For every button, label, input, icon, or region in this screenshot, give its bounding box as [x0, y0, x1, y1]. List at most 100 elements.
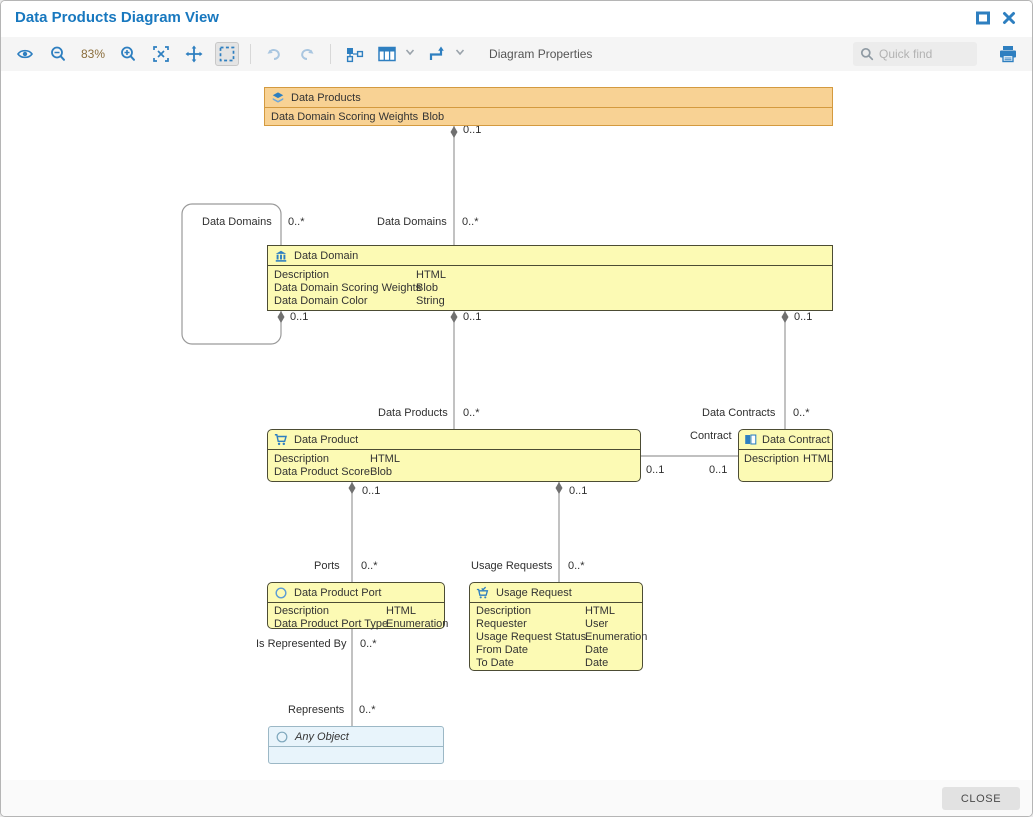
entity-usage-request[interactable]: Usage Request Description HTML Requester…: [469, 582, 647, 671]
entity-data-products[interactable]: Data Products Data Domain Scoring Weight…: [264, 87, 833, 126]
attribute-type: HTML: [585, 605, 615, 617]
multiplicity-label: 0..*: [793, 407, 810, 419]
redo-icon[interactable]: [295, 42, 319, 66]
title-bar: Data Products Diagram View: [1, 1, 1032, 37]
attribute-row: Description HTML: [274, 605, 438, 618]
circle-icon: [274, 586, 288, 600]
attribute-row: Data Domain Scoring Weights Blob: [274, 282, 826, 295]
attribute-row: Data Product Score Blob: [274, 466, 634, 479]
attribute-type: Date: [585, 657, 609, 669]
multiplicity-label: 0..*: [360, 638, 377, 650]
attribute-name: Data Domain Scoring Weights: [271, 111, 419, 123]
search-icon: [860, 47, 874, 66]
toolbar-separator: [330, 44, 332, 64]
multiplicity-label: 0..1: [569, 485, 588, 497]
maximize-icon[interactable]: [974, 9, 992, 27]
entity-data-domain[interactable]: Data Domain Description HTML Data Domain…: [267, 245, 833, 311]
marquee-select-icon[interactable]: [215, 42, 240, 66]
attribute-row: Description HTML: [274, 453, 634, 466]
attribute-type: Blob: [422, 111, 445, 123]
pan-move-icon[interactable]: [182, 42, 206, 66]
attribute-type: Blob: [370, 466, 393, 478]
entity-title: Any Object: [295, 730, 349, 743]
relationship-role-label: Ports: [314, 560, 340, 572]
connector-lines: [181, 126, 789, 726]
cart-icon: [274, 433, 288, 447]
building-icon: [274, 249, 288, 263]
attribute-row: Data Domain Color String: [274, 295, 826, 308]
multiplicity-label: 0..1: [463, 311, 482, 323]
entity-title: Usage Request: [496, 586, 572, 599]
multiplicity-label: 0..1: [646, 464, 665, 476]
zoom-out-icon[interactable]: [46, 42, 70, 66]
connector-dropdown-chevron-icon[interactable]: [454, 45, 466, 63]
attribute-name: From Date: [476, 644, 528, 656]
entity-title: Data Product Port: [294, 586, 382, 599]
relationship-role-label: Usage Requests: [471, 560, 553, 572]
quick-find-input[interactable]: [853, 42, 977, 66]
attribute-row: Usage Request Status Enumeration: [476, 631, 647, 644]
attribute-row: Description HTML: [744, 453, 833, 466]
multiplicity-label: 0..1: [463, 124, 482, 136]
connector-style-icon[interactable]: [425, 42, 449, 66]
toolbar: 83%: [1, 37, 1032, 71]
attribute-row: Requester User: [476, 618, 636, 631]
multiplicity-label: 0..*: [463, 407, 480, 419]
multiplicity-label: 0..*: [361, 560, 378, 572]
attribute-type: User: [585, 618, 609, 630]
relationship-role-label: Data Contracts: [702, 407, 776, 419]
entity-title: Data Contract: [762, 433, 830, 446]
print-icon[interactable]: [996, 42, 1020, 66]
attribute-name: Data Product Port Type: [274, 618, 389, 630]
entity-data-contract[interactable]: Data Contract Description HTML: [738, 429, 833, 482]
close-icon[interactable]: [1000, 9, 1018, 27]
relationship-role-label: Is Represented By: [256, 638, 347, 650]
multiplicity-label: 0..*: [568, 560, 585, 572]
multiplicity-label: 0..*: [288, 216, 305, 228]
attribute-row: Description HTML: [274, 269, 826, 282]
close-button[interactable]: CLOSE: [942, 787, 1020, 810]
preview-eye-icon[interactable]: [13, 42, 37, 66]
fit-to-screen-icon[interactable]: [149, 42, 173, 66]
table-dropdown-chevron-icon[interactable]: [404, 45, 416, 63]
attribute-type: String: [416, 295, 445, 307]
empty-attribute-area: [269, 747, 443, 750]
cart-check-icon: [476, 586, 490, 600]
relationship-role-label: Data Domains: [377, 216, 447, 228]
attribute-row: To Date Date: [476, 657, 636, 670]
attribute-type: HTML: [386, 605, 416, 617]
multiplicity-label: 0..1: [290, 311, 309, 323]
attribute-row: From Date Date: [476, 644, 636, 657]
attribute-name: Description: [274, 605, 330, 617]
toolbar-separator: [250, 44, 252, 64]
attribute-row: Data Product Port Type Enumeration: [274, 618, 448, 631]
relationship-role-label: Represents: [288, 704, 345, 716]
footer-bar: CLOSE: [1, 780, 1032, 816]
attribute-name: Description: [274, 453, 330, 465]
attribute-type: HTML: [416, 269, 446, 281]
attribute-type: HTML: [803, 453, 833, 465]
entity-any-object[interactable]: Any Object: [268, 726, 444, 764]
attribute-type: Date: [585, 644, 609, 656]
multiplicity-label: 0..1: [709, 464, 728, 476]
attribute-name: Description: [476, 605, 532, 617]
attribute-type: Blob: [416, 282, 439, 294]
entity-data-product[interactable]: Data Product Description HTML Data Produ…: [267, 429, 641, 482]
book-icon: [744, 433, 757, 446]
zoom-in-icon[interactable]: [116, 42, 140, 66]
attribute-row: Description HTML: [476, 605, 636, 618]
layers-icon: [271, 91, 285, 105]
diagram-canvas[interactable]: Data Domains 0..1 0..* Data Domains 0..*…: [1, 71, 1032, 782]
attribute-name: To Date: [476, 657, 514, 669]
diagram-properties-button[interactable]: Diagram Properties: [489, 47, 593, 61]
attribute-type: HTML: [370, 453, 400, 465]
relationship-role-label: Contract: [690, 430, 732, 442]
attribute-row: Data Domain Scoring Weights Blob: [271, 111, 826, 124]
table-columns-icon[interactable]: [375, 42, 399, 66]
entity-title: Data Product: [294, 433, 359, 446]
attribute-name: Data Domain Scoring Weights: [274, 282, 422, 294]
layout-hierarchy-icon[interactable]: [342, 42, 366, 66]
undo-icon[interactable]: [262, 42, 286, 66]
dialog-title: Data Products Diagram View: [15, 9, 219, 26]
entity-data-product-port[interactable]: Data Product Port Description HTML Data …: [267, 582, 448, 631]
